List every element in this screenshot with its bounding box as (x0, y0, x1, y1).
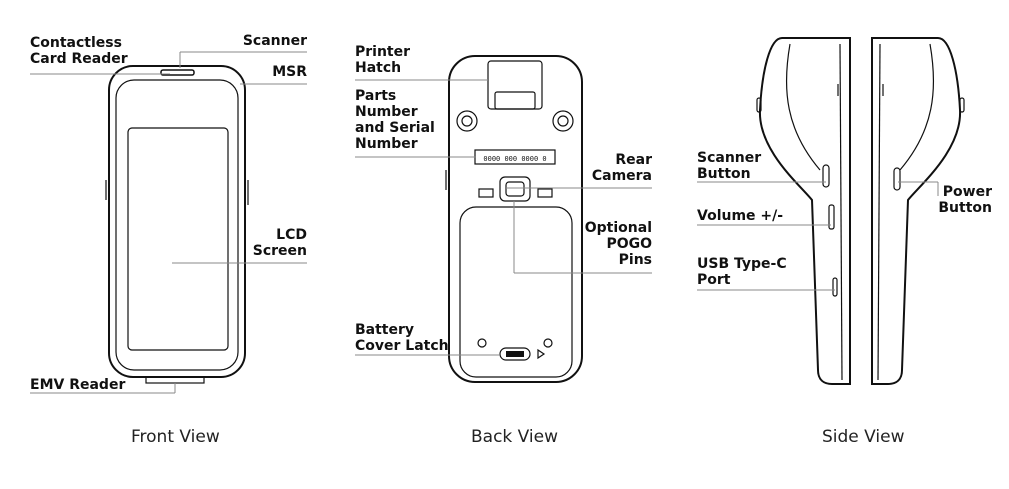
label-scanner-button: Scanner Button (697, 150, 762, 182)
label-volume: Volume +/- (697, 208, 784, 224)
side-view-right-device (871, 37, 965, 385)
caption-back-view: Back View (471, 427, 559, 447)
label-contactless-card-reader: Contactless Card Reader (30, 35, 128, 67)
label-emv-reader: EMV Reader (30, 377, 126, 393)
label-rear-camera: Rear Camera (591, 152, 652, 184)
label-power-button: Power Button (938, 184, 992, 216)
label-scanner: Scanner (242, 33, 307, 49)
label-battery-cover-latch: Battery Cover Latch (355, 322, 449, 354)
side-view-left-device (756, 37, 851, 385)
label-msr: MSR (272, 64, 307, 80)
caption-front-view: Front View (131, 427, 220, 447)
front-leader-lines (30, 51, 307, 394)
side-leader-lines (697, 181, 939, 291)
caption-side-view: Side View (822, 427, 905, 447)
label-printer-hatch: Printer Hatch (355, 44, 411, 76)
label-lcd-screen: LCD Screen (252, 227, 307, 259)
label-optional-pogo-pins: Optional POGO Pins (584, 220, 652, 268)
label-usb-type-c-port: USB Type-C Port (697, 256, 787, 288)
front-view-device (105, 65, 249, 384)
serial-number-digits: 0000 000 0000 0 (483, 155, 546, 163)
label-parts-and-serial-number: Parts Number and Serial Number (355, 88, 435, 152)
back-leader-lines (355, 79, 652, 356)
